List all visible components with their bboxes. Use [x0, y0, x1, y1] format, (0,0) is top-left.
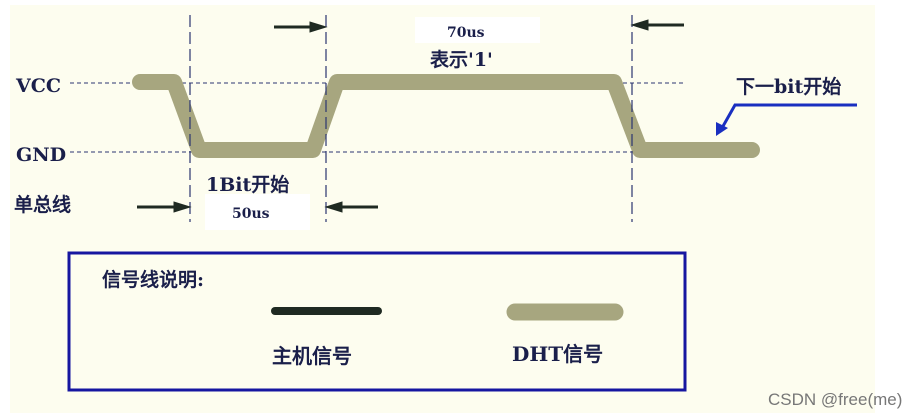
watermark: CSDN @free(me) [768, 390, 902, 409]
legend-dht-signal-label: DHT信号 [512, 342, 603, 366]
gnd-label: GND [16, 144, 66, 166]
next-bit-label: 下一bit开始 [736, 75, 841, 98]
dht-signal-waveform [132, 74, 760, 158]
low-time-label: 50us [232, 206, 270, 222]
label-box-70us [415, 17, 540, 43]
legend-title: 信号线说明: [102, 268, 204, 291]
legend-box [67, 251, 687, 392]
label-box-50us [205, 194, 310, 230]
next-bit-arrow-icon [716, 103, 857, 136]
timing-arrows [137, 19, 684, 213]
bus-label: 单总线 [14, 193, 71, 216]
arrow-left-icon [324, 201, 378, 213]
legend-host-signal-label: 主机信号 [272, 344, 352, 368]
diagram-background [10, 5, 875, 413]
high-time-label: 70us [447, 25, 485, 41]
vcc-label: VCC [15, 75, 61, 97]
bit-start-label: 1Bit开始 [206, 173, 289, 196]
arrow-right-icon [137, 201, 192, 213]
arrow-right-icon [274, 21, 328, 33]
arrow-left-icon [630, 19, 684, 31]
meaning-label: 表示'1' [430, 48, 493, 71]
